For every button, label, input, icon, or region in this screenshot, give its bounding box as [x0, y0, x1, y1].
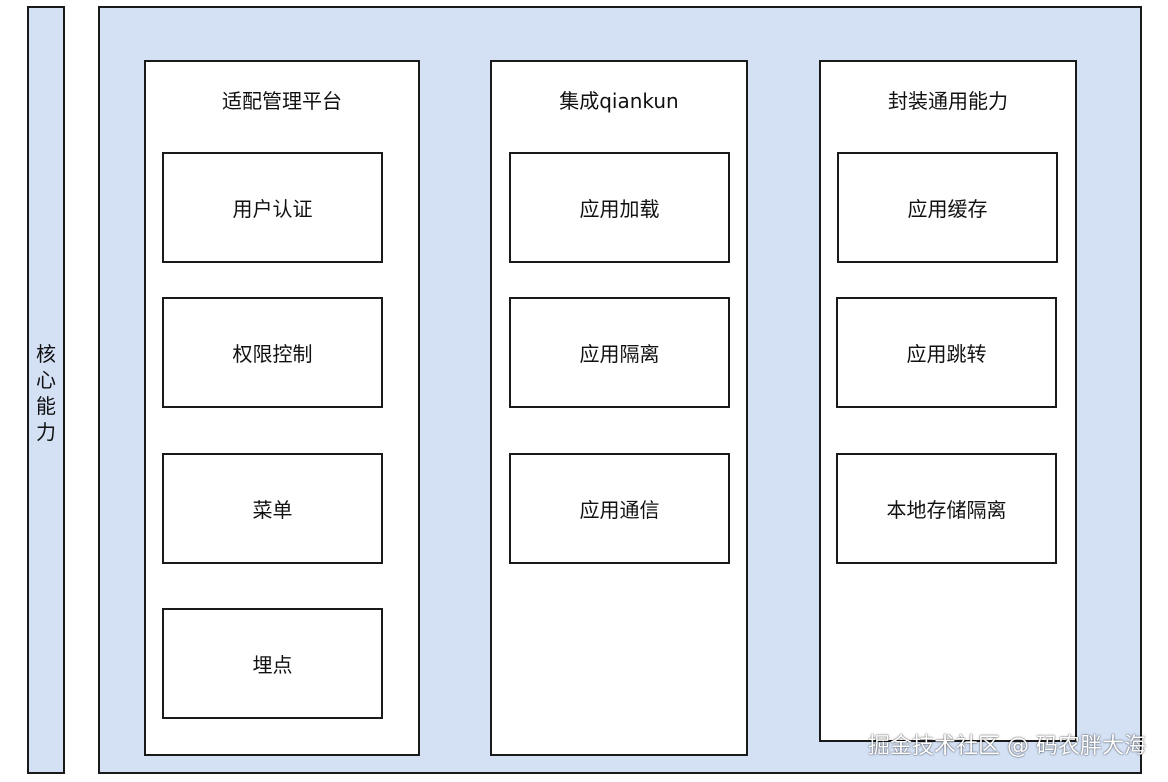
column-title: 适配管理平台	[222, 89, 342, 113]
item-box: 应用加载	[509, 152, 730, 263]
item-box: 权限控制	[162, 297, 383, 408]
item-box: 应用跳转	[836, 297, 1057, 408]
item-box: 埋点	[162, 608, 383, 719]
item-box: 应用隔离	[509, 297, 730, 408]
item-box: 本地存储隔离	[836, 453, 1057, 564]
core-capability-char: 能	[36, 394, 56, 418]
column-title: 集成qiankun	[559, 89, 679, 113]
core-capability-char: 力	[36, 420, 56, 444]
item-box: 菜单	[162, 453, 383, 564]
core-capability-char: 核	[36, 342, 56, 366]
item-box: 用户认证	[162, 152, 383, 263]
item-box: 应用通信	[509, 453, 730, 564]
column-title: 封装通用能力	[888, 89, 1008, 113]
item-box: 应用缓存	[837, 152, 1058, 263]
watermark: 掘金技术社区 @ 码农胖大海	[868, 734, 1146, 759]
core-capability-char: 心	[36, 368, 56, 392]
core-capability-bar: 核 心 能 力	[27, 6, 65, 774]
core-capability-label: 核 心 能 力	[29, 341, 63, 445]
